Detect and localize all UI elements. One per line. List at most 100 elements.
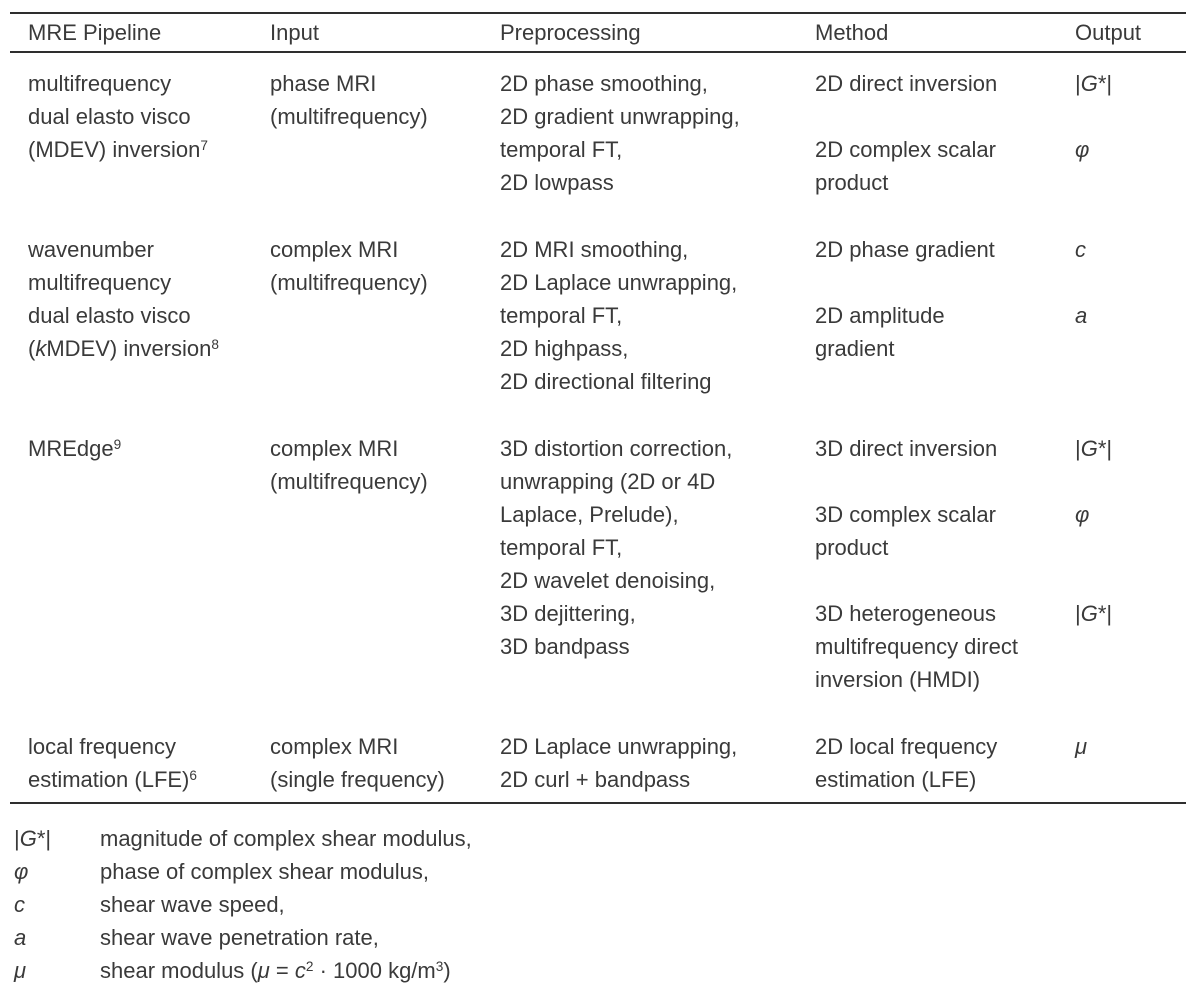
legend-symbol: |G*| (14, 822, 100, 855)
legend-symbol: a (14, 921, 100, 954)
table-row: multifrequency dual elasto visco (MDEV) in… (0, 67, 1199, 199)
text-line: dual elasto visco (28, 104, 191, 129)
text-line: (multifrequency) (270, 469, 428, 494)
text-line: complex MRI (270, 436, 399, 461)
text-line (1075, 100, 1187, 133)
legend-item: |G*|magnitude of complex shear modulus, (14, 822, 1199, 855)
cell-output: |G*| φ |G*| (1075, 432, 1187, 696)
text-line: temporal FT, (500, 303, 623, 328)
text-line: 3D heterogeneous (815, 601, 997, 626)
mre-pipeline-table: MRE Pipeline Input Preprocessing Method … (0, 12, 1199, 804)
text-line: shear modulus (μ = c2 · 1000 kg/m3) (100, 958, 451, 983)
text-line (1075, 531, 1187, 564)
text-line: 2D directional filtering (500, 369, 712, 394)
text-line: 3D complex scalar (815, 502, 996, 527)
text-line: unwrapping (2D or 4D (500, 469, 716, 494)
text-line: multifrequency direct (815, 634, 1018, 659)
text-line: gradient (815, 336, 895, 361)
cell-input: complex MRI (multifrequency) (270, 432, 500, 696)
text-line: (MDEV) inversion7 (28, 137, 208, 162)
text-line: μ (14, 958, 27, 983)
text-line: shear wave penetration rate, (100, 925, 379, 950)
text-line: complex MRI (270, 237, 399, 262)
legend-description: shear modulus (μ = c2 · 1000 kg/m3) (100, 954, 1199, 987)
text-line: multifrequency (28, 71, 172, 96)
cell-method: 3D direct inversion 3D complex scalar pro… (815, 432, 1075, 696)
legend-symbol: μ (14, 954, 100, 987)
table-body: multifrequency dual elasto visco (MDEV) in… (0, 53, 1199, 802)
text-line: φ (1075, 137, 1090, 162)
text-line: estimation (LFE)6 (28, 767, 197, 792)
text-line (815, 100, 1075, 133)
cell-output: c a (1075, 233, 1187, 398)
legend-description: shear wave speed, (100, 888, 1199, 921)
text-line: wavenumber (28, 237, 154, 262)
symbol-legend: |G*|magnitude of complex shear modulus, φ… (0, 822, 1199, 987)
text-line: multifrequency (28, 270, 172, 295)
cell-input: complex MRI (multifrequency) (270, 233, 500, 398)
column-header-mre-pipeline: MRE Pipeline (28, 19, 162, 45)
text-line: 3D bandpass (500, 634, 630, 659)
text-line: temporal FT, (500, 137, 623, 162)
text-line: 3D distortion correction, (500, 436, 733, 461)
legend-symbol: c (14, 888, 100, 921)
text-line: complex MRI (270, 734, 399, 759)
text-line: |G*| (1075, 436, 1113, 461)
text-line: 2D highpass, (500, 336, 629, 361)
cell-input: phase MRI (multifrequency) (270, 67, 500, 199)
column-header-preprocessing: Preprocessing (500, 19, 641, 45)
column-header-output: Output (1075, 19, 1142, 45)
legend-description: shear wave penetration rate, (100, 921, 1199, 954)
legend-item: μ shear modulus (μ = c2 · 1000 kg/m3) (14, 954, 1199, 987)
column-header-input: Input (270, 19, 319, 45)
table-row: MREdge9 complex MRI (multifrequency) 3D dis… (0, 432, 1199, 696)
text-line (1075, 266, 1187, 299)
text-line: |G*| (1075, 71, 1113, 96)
cell-output: |G*| φ (1075, 67, 1187, 199)
text-line: φ (14, 859, 29, 884)
text-line: shear wave speed, (100, 892, 285, 917)
cell-input: complex MRI(single frequency) (270, 730, 500, 796)
legend-symbol: φ (14, 855, 100, 888)
text-line: |G*| (1075, 601, 1113, 626)
text-line: temporal FT, (500, 535, 623, 560)
text-line: MREdge9 (28, 436, 122, 461)
text-line: 2D complex scalar (815, 137, 996, 162)
text-line: 3D dejittering, (500, 601, 636, 626)
legend-description: magnitude of complex shear modulus, (100, 822, 1199, 855)
legend-item: a shear wave penetration rate, (14, 921, 1199, 954)
text-line: (multifrequency) (270, 270, 428, 295)
text-line: (multifrequency) (270, 104, 428, 129)
text-line: 2D gradient unwrapping, (500, 104, 740, 129)
text-line: a (1075, 303, 1088, 328)
text-line: dual elasto visco (28, 303, 191, 328)
legend-item: c shear wave speed, (14, 888, 1199, 921)
text-line: phase of complex shear modulus, (100, 859, 429, 884)
text-line: 2D phase gradient (815, 237, 995, 262)
text-line: μ (1075, 734, 1088, 759)
text-line: a (14, 925, 27, 950)
text-line (815, 564, 1075, 597)
text-line: c (1075, 237, 1086, 262)
text-line: 2D curl + bandpass (500, 767, 691, 792)
table-header-row: MRE Pipeline Input Preprocessing Method … (0, 14, 1199, 51)
text-line (815, 465, 1075, 498)
cell-output: μ (1075, 730, 1187, 796)
text-line: 2D lowpass (500, 170, 614, 195)
text-line (815, 266, 1075, 299)
text-line: 2D Laplace unwrapping, (500, 734, 738, 759)
text-line (1075, 564, 1187, 597)
text-line: 2D direct inversion (815, 71, 998, 96)
text-line: Laplace, Prelude), (500, 502, 679, 527)
text-line: phase MRI (270, 71, 377, 96)
text-line: product (815, 535, 889, 560)
column-header-method: Method (815, 19, 889, 45)
text-line: 3D direct inversion (815, 436, 998, 461)
text-line: c (14, 892, 25, 917)
header-divider-rule (10, 51, 1186, 53)
text-line: (kMDEV) inversion8 (28, 336, 219, 361)
